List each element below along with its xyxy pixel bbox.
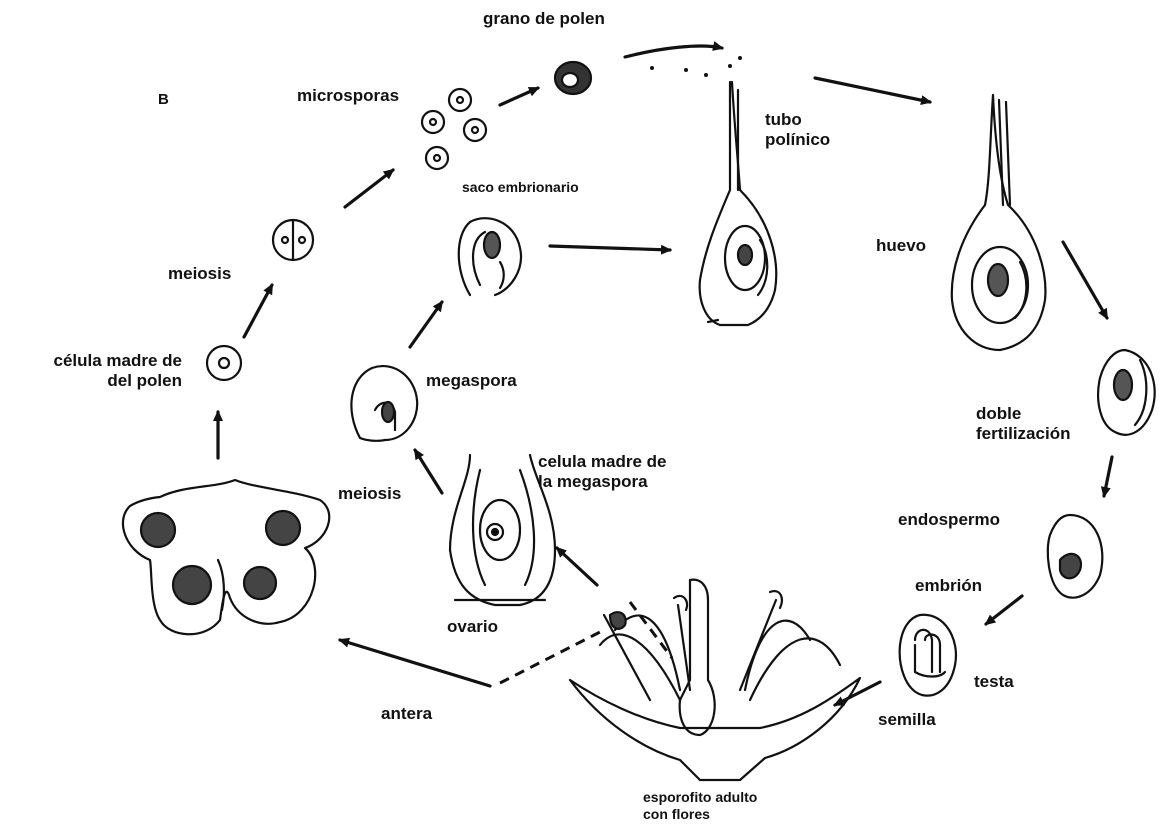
pollen-dots bbox=[650, 56, 742, 77]
label-tubo-polinico: tubo polínico bbox=[765, 110, 830, 150]
adult-sporophyte-flower bbox=[570, 580, 860, 780]
label-huevo: huevo bbox=[876, 236, 926, 256]
label-testa: testa bbox=[974, 672, 1014, 692]
label-doble-fertilizacion: doble fertilización bbox=[976, 404, 1070, 444]
panel-tag: B bbox=[158, 90, 169, 110]
pollen-mother-cell bbox=[207, 346, 241, 380]
endosperm-seed bbox=[1048, 515, 1103, 598]
embryo-seed bbox=[900, 615, 956, 696]
label-megaspora: megaspora bbox=[426, 371, 517, 391]
label-ovario: ovario bbox=[447, 617, 498, 637]
label-embrion: embrión bbox=[915, 576, 982, 596]
pollen-grain bbox=[555, 62, 591, 94]
megaspore-ovule bbox=[351, 366, 417, 441]
cycle-arrows bbox=[218, 46, 1112, 705]
label-microsporas: microsporas bbox=[297, 86, 399, 106]
label-saco-embrionario: saco embrionario bbox=[462, 179, 579, 196]
label-celula-madre-megaspora: celula madre de la megaspora bbox=[538, 452, 667, 492]
anther-cross-section bbox=[123, 480, 329, 634]
label-meiosis-top: meiosis bbox=[168, 264, 231, 284]
double-fertilization-ovule bbox=[1098, 350, 1155, 435]
microspores bbox=[422, 89, 486, 169]
dashed-connectors bbox=[500, 602, 672, 683]
label-esporofito-adulto: esporofito adulto con flores bbox=[643, 789, 757, 823]
label-celula-madre-polen: célula madre de del polen bbox=[8, 351, 182, 391]
label-meiosis-mid: meiosis bbox=[338, 484, 401, 504]
meiosis-dyad bbox=[273, 220, 313, 260]
embryo-sac bbox=[459, 218, 521, 295]
label-endospermo: endospermo bbox=[898, 510, 1000, 530]
label-grano-de-polen: grano de polen bbox=[483, 9, 605, 29]
egg-ovule bbox=[952, 95, 1046, 350]
label-semilla: semilla bbox=[878, 710, 936, 730]
label-antera: antera bbox=[381, 704, 432, 724]
